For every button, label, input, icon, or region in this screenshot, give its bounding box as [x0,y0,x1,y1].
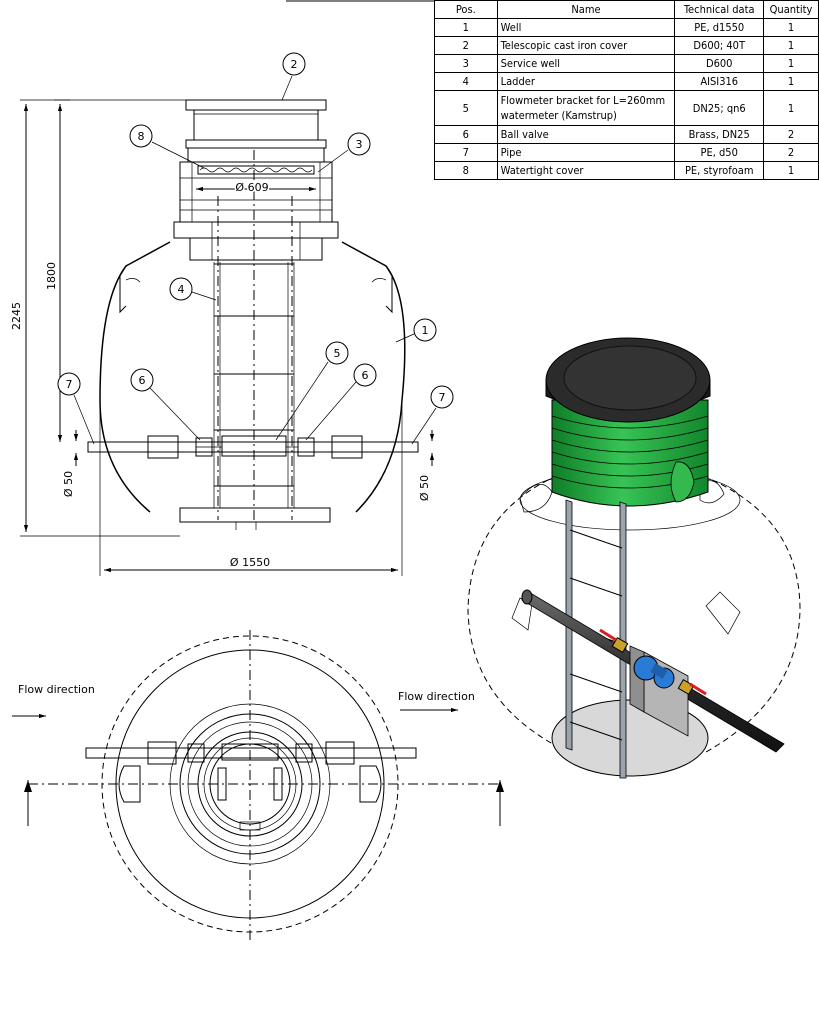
callout-5: 5 [275,341,349,441]
iso-service-well [551,399,709,507]
top-view: Flow direction Flow direction [12,630,504,940]
side-opening-right [705,591,741,635]
dim-pipe-right-label: Ø 50 [418,475,431,501]
dim-pipe-left-label: Ø 50 [62,471,75,497]
isometric-view [467,337,801,779]
row-tech: AISI316 [674,72,765,91]
callout-4: 4 [169,277,217,301]
parts-table: Pos. Name Technical data Quantity 1 Well… [434,0,819,180]
callout-6-right: 6 [305,363,377,441]
callout-8: 8 [129,124,205,169]
telescopic-cover [185,99,327,149]
row-tech: DN25; qn6 [674,90,765,126]
callout-6-left: 6 [130,368,201,441]
dim-1550-label: Ø 1550 [230,556,270,569]
ladder [213,262,295,508]
dimension-2245: 2245 [10,99,186,537]
dimension-pipe-right: Ø 50 [418,430,435,501]
table-row: 3 Service well D600 1 [434,54,819,73]
row-tech: PE, d1550 [674,18,765,37]
row-name: Service well [496,54,676,73]
row-name: Ball valve [496,125,676,144]
svg-text:6: 6 [362,369,369,382]
row-tech: PE, d50 [674,143,765,162]
iso-cover [545,337,711,423]
callout-7-right: 7 [411,385,454,445]
table-row: 4 Ladder AISI316 1 [434,72,819,91]
table-row: 8 Watertight cover PE, styrofoam 1 [434,161,819,180]
svg-text:7: 7 [439,391,446,404]
callout-2: 2 [281,52,306,101]
dimension-609: Ø 609 [196,180,316,196]
section-view: 2245 1800 Ø 609 Ø 1550 Ø 50 Ø 50 [10,52,454,576]
svg-text:5: 5 [334,347,341,360]
service-well [173,147,339,261]
pipe-assembly [87,435,419,459]
well-body [99,241,406,530]
svg-text:6: 6 [139,374,146,387]
row-name: Watertight cover [496,161,676,180]
svg-text:2: 2 [291,58,298,71]
svg-text:1: 1 [422,324,429,337]
callout-7-left: 7 [57,372,95,445]
dimension-pipe-left: Ø 50 [62,430,79,497]
dim-1800-label: 1800 [45,262,58,290]
callout-3: 3 [317,132,371,173]
dim-609-label: Ø 609 [235,181,268,194]
table-row: 7 Pipe PE, d50 2 [434,143,819,162]
svg-text:7: 7 [66,378,73,391]
row-tech: PE, styrofoam [674,161,765,180]
dim-2245-label: 2245 [10,302,23,330]
svg-text:3: 3 [356,138,363,151]
svg-text:4: 4 [178,283,185,296]
row-tech: D600; 40T [674,36,765,55]
iso-watermeter [633,655,675,689]
row-qty: 1 [763,90,819,126]
flow-direction-left: Flow direction [18,683,95,696]
row-pos: 8 [434,161,498,180]
row-name: Flowmeter bracket for L=260mm watermeter… [496,90,676,126]
dimension-1550: Ø 1550 [99,400,403,576]
callout-1: 1 [395,318,437,343]
flow-direction-right: Flow direction [398,690,475,703]
row-qty: 1 [763,161,819,180]
row-name: Ladder [496,72,676,91]
iso-flowmeter-bracket [629,645,689,737]
watertight-cover [197,165,315,175]
iso-ball-valves [599,628,707,696]
svg-text:8: 8 [138,130,145,143]
